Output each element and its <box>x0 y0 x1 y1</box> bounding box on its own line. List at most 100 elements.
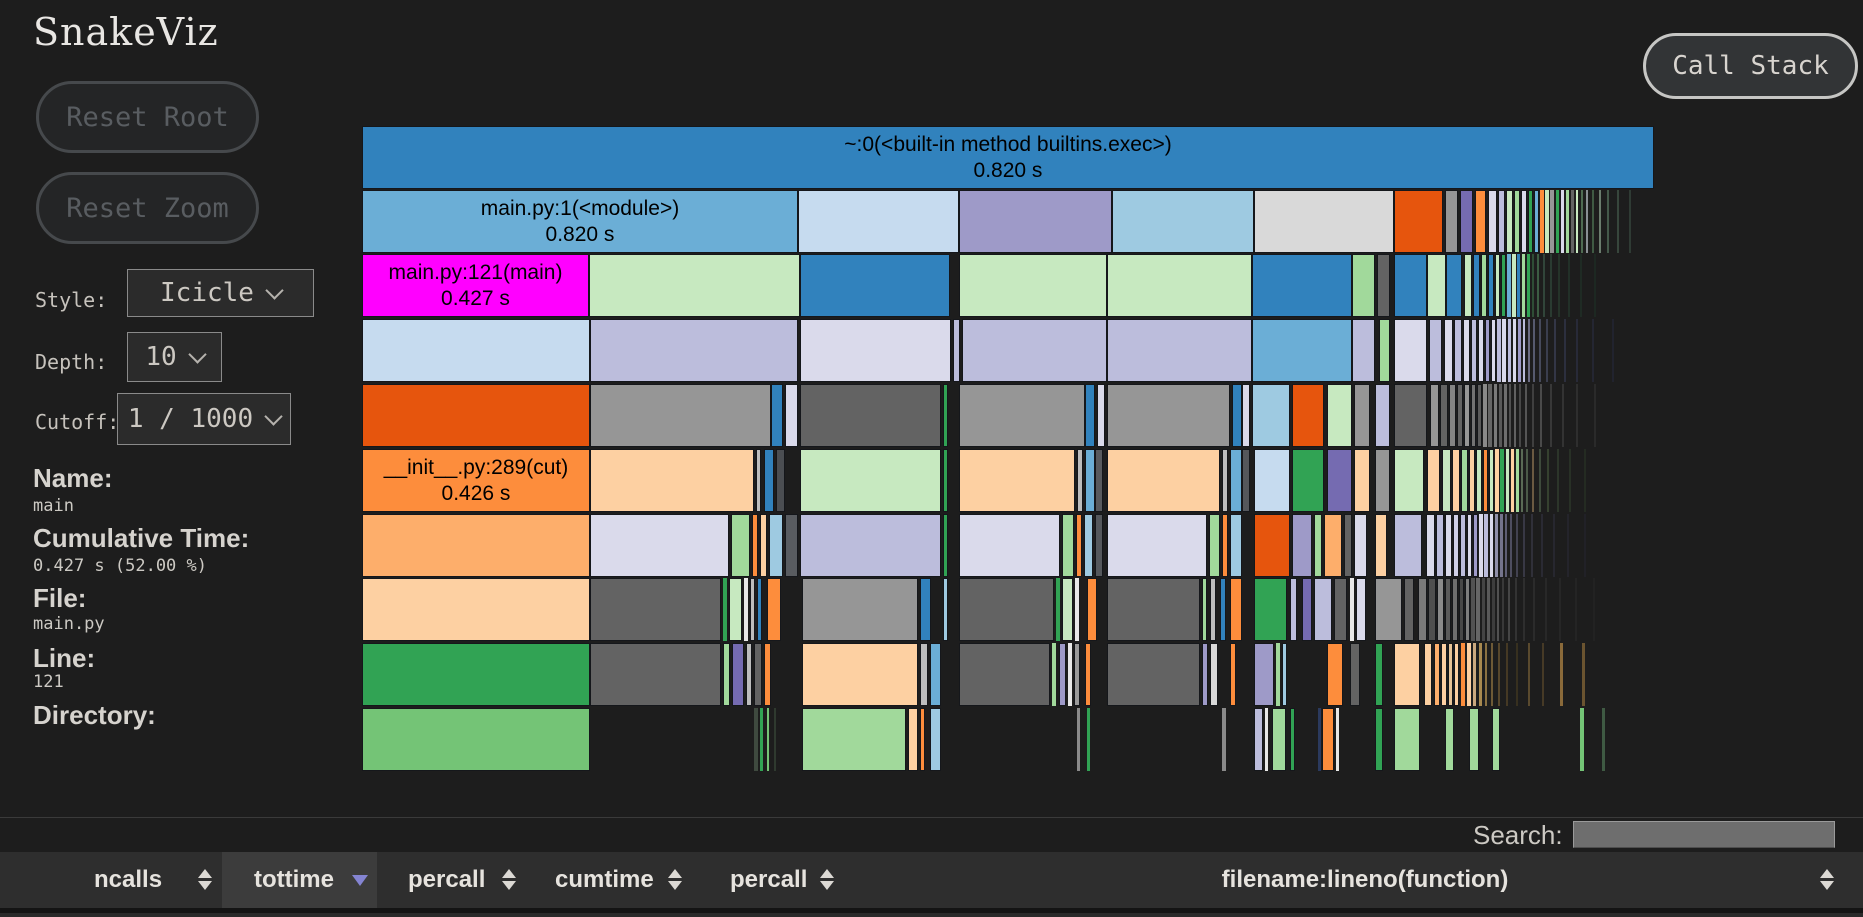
icicle-segment[interactable] <box>1479 514 1483 577</box>
icicle-segment[interactable] <box>1052 643 1056 706</box>
icicle-segment[interactable] <box>750 578 755 641</box>
icicle-segment[interactable] <box>1350 643 1360 706</box>
icicle-segment[interactable] <box>1087 708 1090 771</box>
icicle-segment[interactable] <box>1290 578 1297 641</box>
icicle-segment[interactable] <box>1230 514 1242 577</box>
icicle-segment[interactable] <box>1112 190 1254 253</box>
icicle-segment[interactable] <box>1379 319 1390 382</box>
icicle-segment[interactable] <box>1327 384 1352 447</box>
icicle-segment[interactable] <box>1292 514 1312 577</box>
icicle-segment[interactable] <box>1498 643 1500 706</box>
icicle-segment[interactable] <box>1569 449 1571 512</box>
icicle-segment[interactable] <box>1507 254 1511 317</box>
icicle-segment[interactable] <box>590 384 771 447</box>
column-header-percall-2[interactable]: percall <box>730 866 808 893</box>
icicle-segment[interactable] <box>1491 643 1493 706</box>
icicle-segment[interactable] <box>1564 319 1566 382</box>
icicle-segment[interactable] <box>802 578 918 641</box>
icicle-segment[interactable] <box>767 578 781 641</box>
icicle-segment[interactable] <box>1485 319 1490 382</box>
icicle-segment[interactable] <box>1489 449 1494 512</box>
icicle-segment[interactable] <box>1488 190 1497 253</box>
icicle-segment[interactable] <box>1553 514 1555 577</box>
icicle-segment[interactable] <box>1580 254 1582 317</box>
icicle-segment[interactable] <box>1452 449 1460 512</box>
icicle-segment[interactable] <box>1446 254 1462 317</box>
icicle-segment[interactable] <box>800 449 941 512</box>
icicle-segment[interactable] <box>1242 384 1250 447</box>
icicle-segment[interactable] <box>1375 514 1387 577</box>
icicle-segment[interactable] <box>1448 643 1453 706</box>
icicle-segment[interactable] <box>1075 578 1079 641</box>
icicle-segment[interactable] <box>1540 384 1542 447</box>
icicle-segment[interactable] <box>1521 190 1527 253</box>
icicle-segment[interactable] <box>1290 708 1295 771</box>
icicle-segment[interactable] <box>1508 319 1511 382</box>
icicle-segment[interactable] <box>754 708 758 771</box>
icicle-segment[interactable] <box>800 384 941 447</box>
icicle-segment[interactable] <box>1576 384 1578 447</box>
icicle-segment[interactable] <box>1575 578 1577 641</box>
icicle-segment[interactable] <box>1210 578 1216 641</box>
icicle-segment[interactable] <box>1230 578 1242 641</box>
icicle-segment[interactable] <box>1497 578 1499 641</box>
icicle-segment[interactable]: main.py:121(main)0.427 s <box>362 254 589 317</box>
icicle-segment[interactable] <box>1594 384 1596 447</box>
icicle-segment[interactable] <box>1567 514 1569 577</box>
icicle-segment[interactable] <box>1556 190 1559 253</box>
icicle-segment[interactable] <box>1539 319 1541 382</box>
icicle-segment[interactable] <box>1495 254 1500 317</box>
icicle-segment[interactable] <box>1504 384 1507 447</box>
icicle-segment[interactable] <box>1543 254 1545 317</box>
icicle-segment[interactable] <box>1483 449 1488 512</box>
icicle-segment[interactable] <box>1394 514 1422 577</box>
icicle-segment[interactable] <box>1453 514 1459 577</box>
icicle-segment[interactable] <box>1576 319 1578 382</box>
icicle-segment[interactable]: __init__.py:289(cut)0.426 s <box>362 449 590 512</box>
icicle-segment[interactable] <box>1427 254 1446 317</box>
icicle-segment[interactable] <box>1265 708 1268 771</box>
icicle-segment[interactable] <box>1545 578 1547 641</box>
icicle-segment[interactable] <box>1254 514 1290 577</box>
icicle-segment[interactable] <box>1461 449 1468 512</box>
icicle-segment[interactable] <box>1508 578 1510 641</box>
icicle-segment[interactable] <box>754 643 762 706</box>
icicle-segment[interactable] <box>1512 254 1516 317</box>
icicle-segment[interactable] <box>1475 190 1486 253</box>
icicle-segment[interactable] <box>1314 578 1332 641</box>
icicle-segment[interactable] <box>776 449 785 512</box>
icicle-segment[interactable] <box>1222 708 1226 771</box>
icicle-segment[interactable] <box>1077 708 1080 771</box>
icicle-segment[interactable] <box>1220 578 1226 641</box>
icicle-segment[interactable] <box>1528 190 1533 253</box>
icicle-segment[interactable] <box>1062 578 1073 641</box>
icicle-segment[interactable] <box>752 514 758 577</box>
icicle-segment[interactable] <box>1445 514 1452 577</box>
icicle-segment[interactable] <box>1511 449 1514 512</box>
icicle-segment[interactable] <box>1460 514 1466 577</box>
icicle-segment[interactable] <box>959 643 1050 706</box>
icicle-segment[interactable] <box>1471 319 1477 382</box>
icicle-segment[interactable] <box>1222 449 1228 512</box>
icicle-segment[interactable] <box>1465 578 1470 641</box>
icicle-segment[interactable] <box>1607 190 1609 253</box>
icicle-segment[interactable] <box>920 578 931 641</box>
icicle-segment[interactable] <box>1545 190 1549 253</box>
icicle-segment[interactable] <box>1107 384 1230 447</box>
icicle-segment[interactable] <box>1516 449 1519 512</box>
icicle-segment[interactable] <box>1617 190 1619 253</box>
icicle-segment[interactable] <box>1506 190 1513 253</box>
icicle-segment[interactable] <box>1437 578 1444 641</box>
icicle-segment[interactable] <box>1476 449 1482 512</box>
icicle-segment[interactable] <box>800 514 941 577</box>
icicle-segment[interactable] <box>1059 643 1066 706</box>
icicle-segment[interactable] <box>1526 449 1528 512</box>
icicle-segment[interactable] <box>920 643 928 706</box>
icicle-segment[interactable] <box>1230 449 1242 512</box>
icicle-segment[interactable] <box>1514 190 1520 253</box>
icicle-segment[interactable] <box>1352 319 1375 382</box>
icicle-segment[interactable] <box>1461 643 1465 706</box>
icicle-segment[interactable] <box>1505 514 1507 577</box>
icicle-segment[interactable] <box>943 449 948 512</box>
icicle-segment[interactable] <box>1515 578 1517 641</box>
